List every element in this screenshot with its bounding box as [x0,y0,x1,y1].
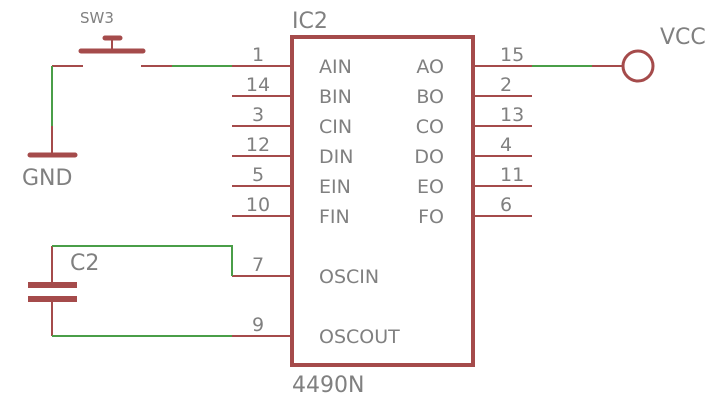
pin-name: CIN [319,116,352,138]
pin-number: 2 [500,74,512,96]
ic-value: 4490N [292,373,364,398]
pin-number: 1 [252,44,264,66]
net-c2-to-oscin[interactable] [52,245,233,276]
pin-number: 9 [252,314,264,336]
pin-number: 13 [500,104,524,126]
pin-name: AIN [319,56,352,78]
pin-name: DIN [319,146,353,168]
pin-number: 12 [246,134,270,156]
capacitor-plate-bottom [28,296,77,302]
switch-sw3[interactable]: SW3 [52,9,172,67]
pin-name: FIN [319,206,350,228]
pin-number: 4 [500,134,512,156]
pin-number: 14 [246,74,270,96]
vcc-symbol[interactable]: VCC [592,25,706,83]
pin-name: BO [416,86,444,108]
pin-number: 7 [252,254,264,276]
pin-number: 3 [252,104,264,126]
vcc-label: VCC [660,25,706,50]
ic2-component[interactable]: IC2 4490N 1AIN14BIN3CIN12DIN5EIN10FIN7OS… [232,9,532,398]
pin-number: 11 [500,164,524,186]
gnd-symbol[interactable]: GND [22,126,78,191]
pin-name: FO [418,206,444,228]
ic-pin-right[interactable]: 6FO [418,194,532,228]
pin-name: EO [417,176,444,198]
pin-name: OSCOUT [319,326,400,348]
capacitor-plate-top [28,282,77,288]
switch-name: SW3 [80,9,114,27]
pin-name: BIN [319,86,352,108]
pin-number: 5 [252,164,264,186]
pin-number: 15 [500,44,524,66]
pin-name: OSCIN [319,266,379,288]
capacitor-c2[interactable]: C2 [28,246,99,336]
pin-name: AO [416,56,444,78]
ic-pin-right[interactable]: 4DO [414,134,532,168]
pin-number: 10 [246,194,270,216]
ic-pin-right[interactable]: 2BO [416,74,532,108]
vcc-circle-icon [621,49,655,83]
gnd-label: GND [22,166,72,191]
ic-body [290,35,475,367]
pin-name: DO [414,146,444,168]
pin-name: CO [416,116,444,138]
ic-name: IC2 [292,9,328,34]
pin-number: 6 [500,194,512,216]
capacitor-name: C2 [70,251,99,276]
pin-name: EIN [319,176,351,198]
